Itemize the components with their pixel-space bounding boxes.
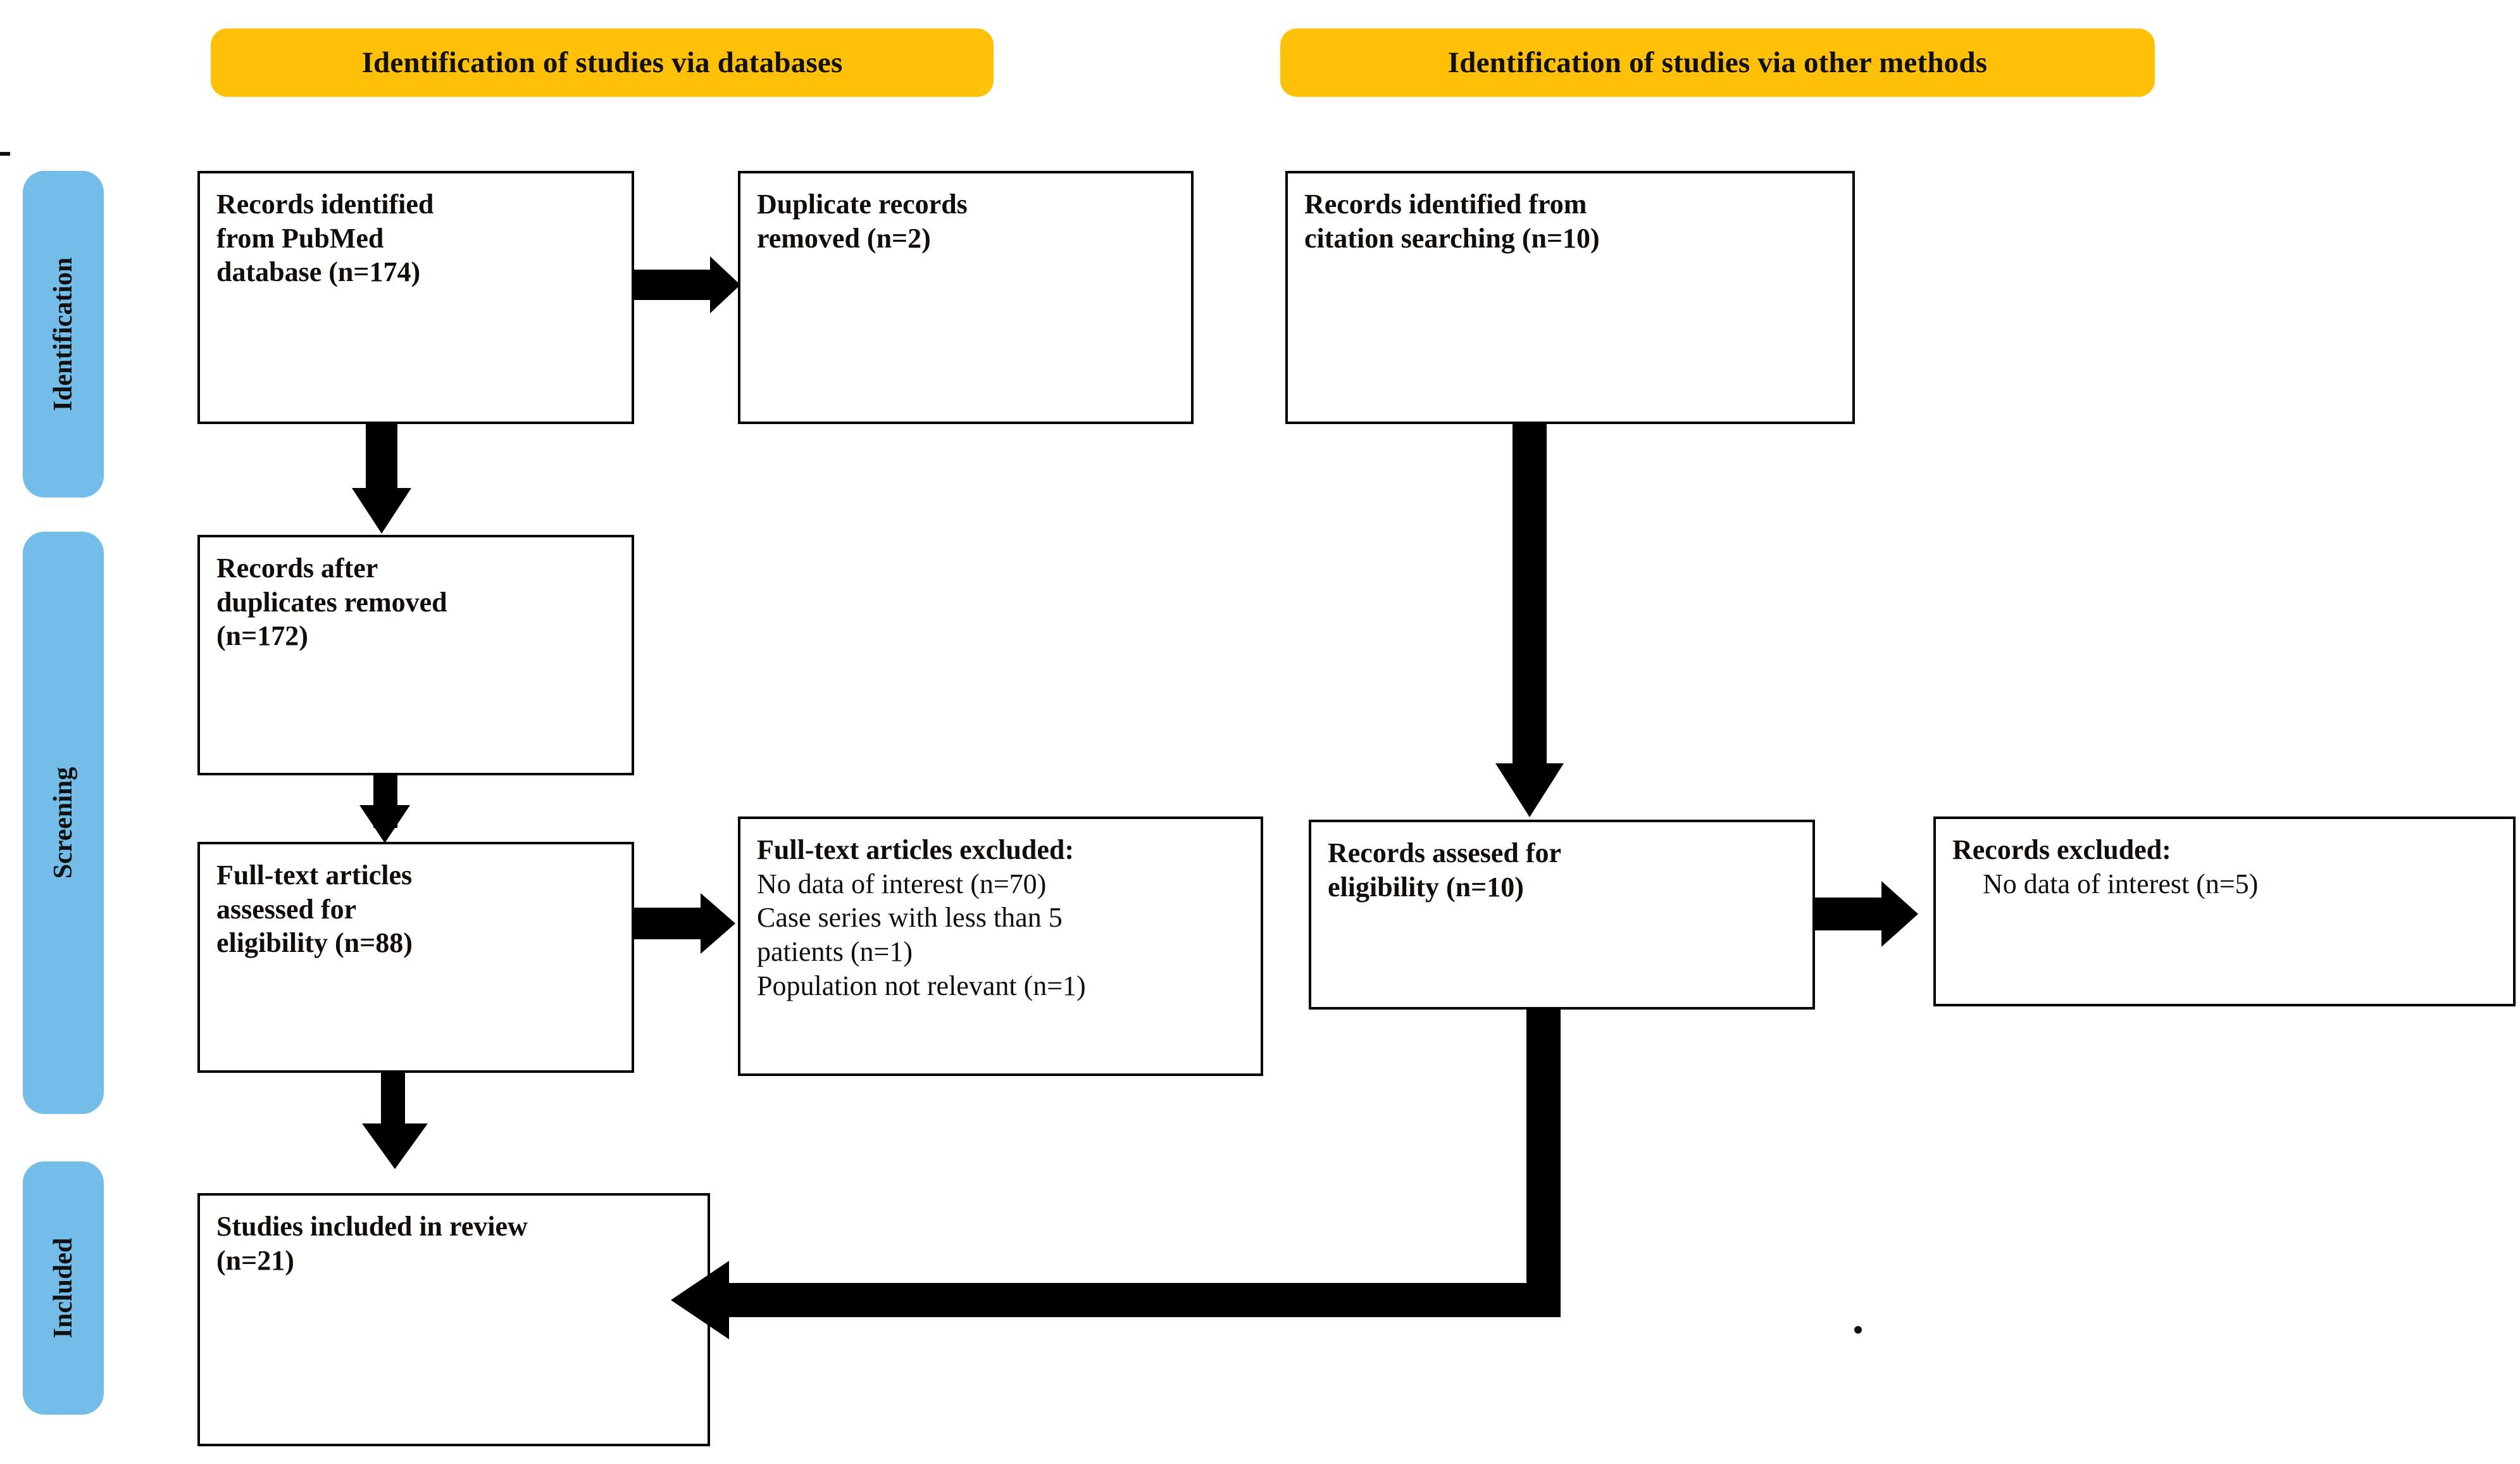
node-line: (n=172) xyxy=(216,620,308,652)
connector-assessed-to-included-horizontal xyxy=(728,1283,1561,1317)
node-line: eligibility (n=88) xyxy=(216,927,413,959)
node-line: Records assesed for xyxy=(1328,837,1562,868)
stage-label-screening: Screening xyxy=(23,532,104,1114)
node-line: Full-text articles excluded: xyxy=(757,834,1074,865)
stage-label-included-text: Included xyxy=(49,1237,78,1339)
node-duplicate-records-removed: Duplicate records removed (n=2) xyxy=(738,171,1194,424)
node-line: database (n=174) xyxy=(216,256,421,288)
connector-pubmed-to-duplicates-shaft xyxy=(634,270,710,300)
node-line: citation searching (n=10) xyxy=(1304,222,1600,254)
node-line: Records excluded: xyxy=(1952,834,2171,865)
stage-label-identification: Identification xyxy=(23,171,104,497)
node-line: Studies included in review xyxy=(216,1211,528,1242)
connector-citation-to-assessed-shaft xyxy=(1513,423,1547,765)
stray-dot-mark xyxy=(1854,1326,1862,1334)
node-line: duplicates removed xyxy=(216,586,447,618)
node-line: Records after xyxy=(216,553,378,584)
node-line: Records identified xyxy=(216,189,434,220)
connector-assessed-to-included-arrowhead xyxy=(671,1261,729,1339)
node-line: Population not relevant (n=1) xyxy=(757,970,1086,1001)
connector-pubmed-to-after-duplicates-shaft xyxy=(366,423,397,489)
connector-assessed-to-excluded-arrowhead xyxy=(1881,881,1918,947)
node-records-assessed-eligibility: Records assesed for eligibility (n=10) xyxy=(1309,820,1815,1010)
stray-dash-mark xyxy=(0,152,10,156)
node-line: (n=21) xyxy=(216,1244,294,1276)
banner-identification-databases: Identification of studies via databases xyxy=(211,28,994,97)
stage-label-screening-text: Screening xyxy=(49,766,78,879)
node-line: Duplicate records xyxy=(757,189,968,220)
node-line: Full-text articles xyxy=(216,860,413,891)
node-line: No data of interest (n=70) xyxy=(757,868,1047,899)
connector-fulltext-to-excluded-shaft xyxy=(634,908,701,939)
node-fulltext-excluded: Full-text articles excluded: No data of … xyxy=(738,816,1263,1076)
connector-fulltext-to-excluded-arrowhead xyxy=(701,893,735,954)
stage-label-identification-text: Identification xyxy=(49,257,78,411)
node-line: from PubMed xyxy=(216,222,384,254)
node-line: Records identified from xyxy=(1304,189,1587,220)
node-line: No data of interest (n=5) xyxy=(1983,868,2259,899)
connector-citation-to-assessed-arrowhead xyxy=(1495,763,1564,817)
node-line: assessed for xyxy=(216,893,357,925)
node-records-excluded: Records excluded: No data of interest (n… xyxy=(1933,816,2516,1006)
banner-identification-other-methods: Identification of studies via other meth… xyxy=(1280,28,2155,97)
node-line: Case series with less than 5 xyxy=(757,902,1063,934)
node-records-identified-citation: Records identified from citation searchi… xyxy=(1285,171,1855,424)
connector-pubmed-to-after-duplicates-arrowhead xyxy=(352,488,411,534)
connector-pubmed-to-duplicates-arrowhead xyxy=(710,256,740,313)
connector-fulltext-to-included-shaft xyxy=(381,1072,405,1129)
connector-fulltext-to-included-arrowhead xyxy=(362,1123,428,1169)
node-line: removed (n=2) xyxy=(757,222,931,254)
node-records-after-duplicates: Records after duplicates removed (n=172) xyxy=(197,535,634,775)
node-line: patients (n=1) xyxy=(757,936,913,968)
connector-assessed-to-included-vertical xyxy=(1526,1007,1561,1317)
node-records-identified-pubmed: Records identified from PubMed database … xyxy=(197,171,634,424)
node-fulltext-assessed: Full-text articles assessed for eligibil… xyxy=(197,842,634,1073)
connector-assessed-to-excluded-shaft xyxy=(1815,898,1881,930)
node-line: eligibility (n=10) xyxy=(1328,871,1524,903)
connector-after-duplicates-to-fulltext-arrowhead xyxy=(359,805,410,843)
node-studies-included: Studies included in review (n=21) xyxy=(197,1193,710,1446)
stage-label-included: Included xyxy=(23,1161,104,1415)
